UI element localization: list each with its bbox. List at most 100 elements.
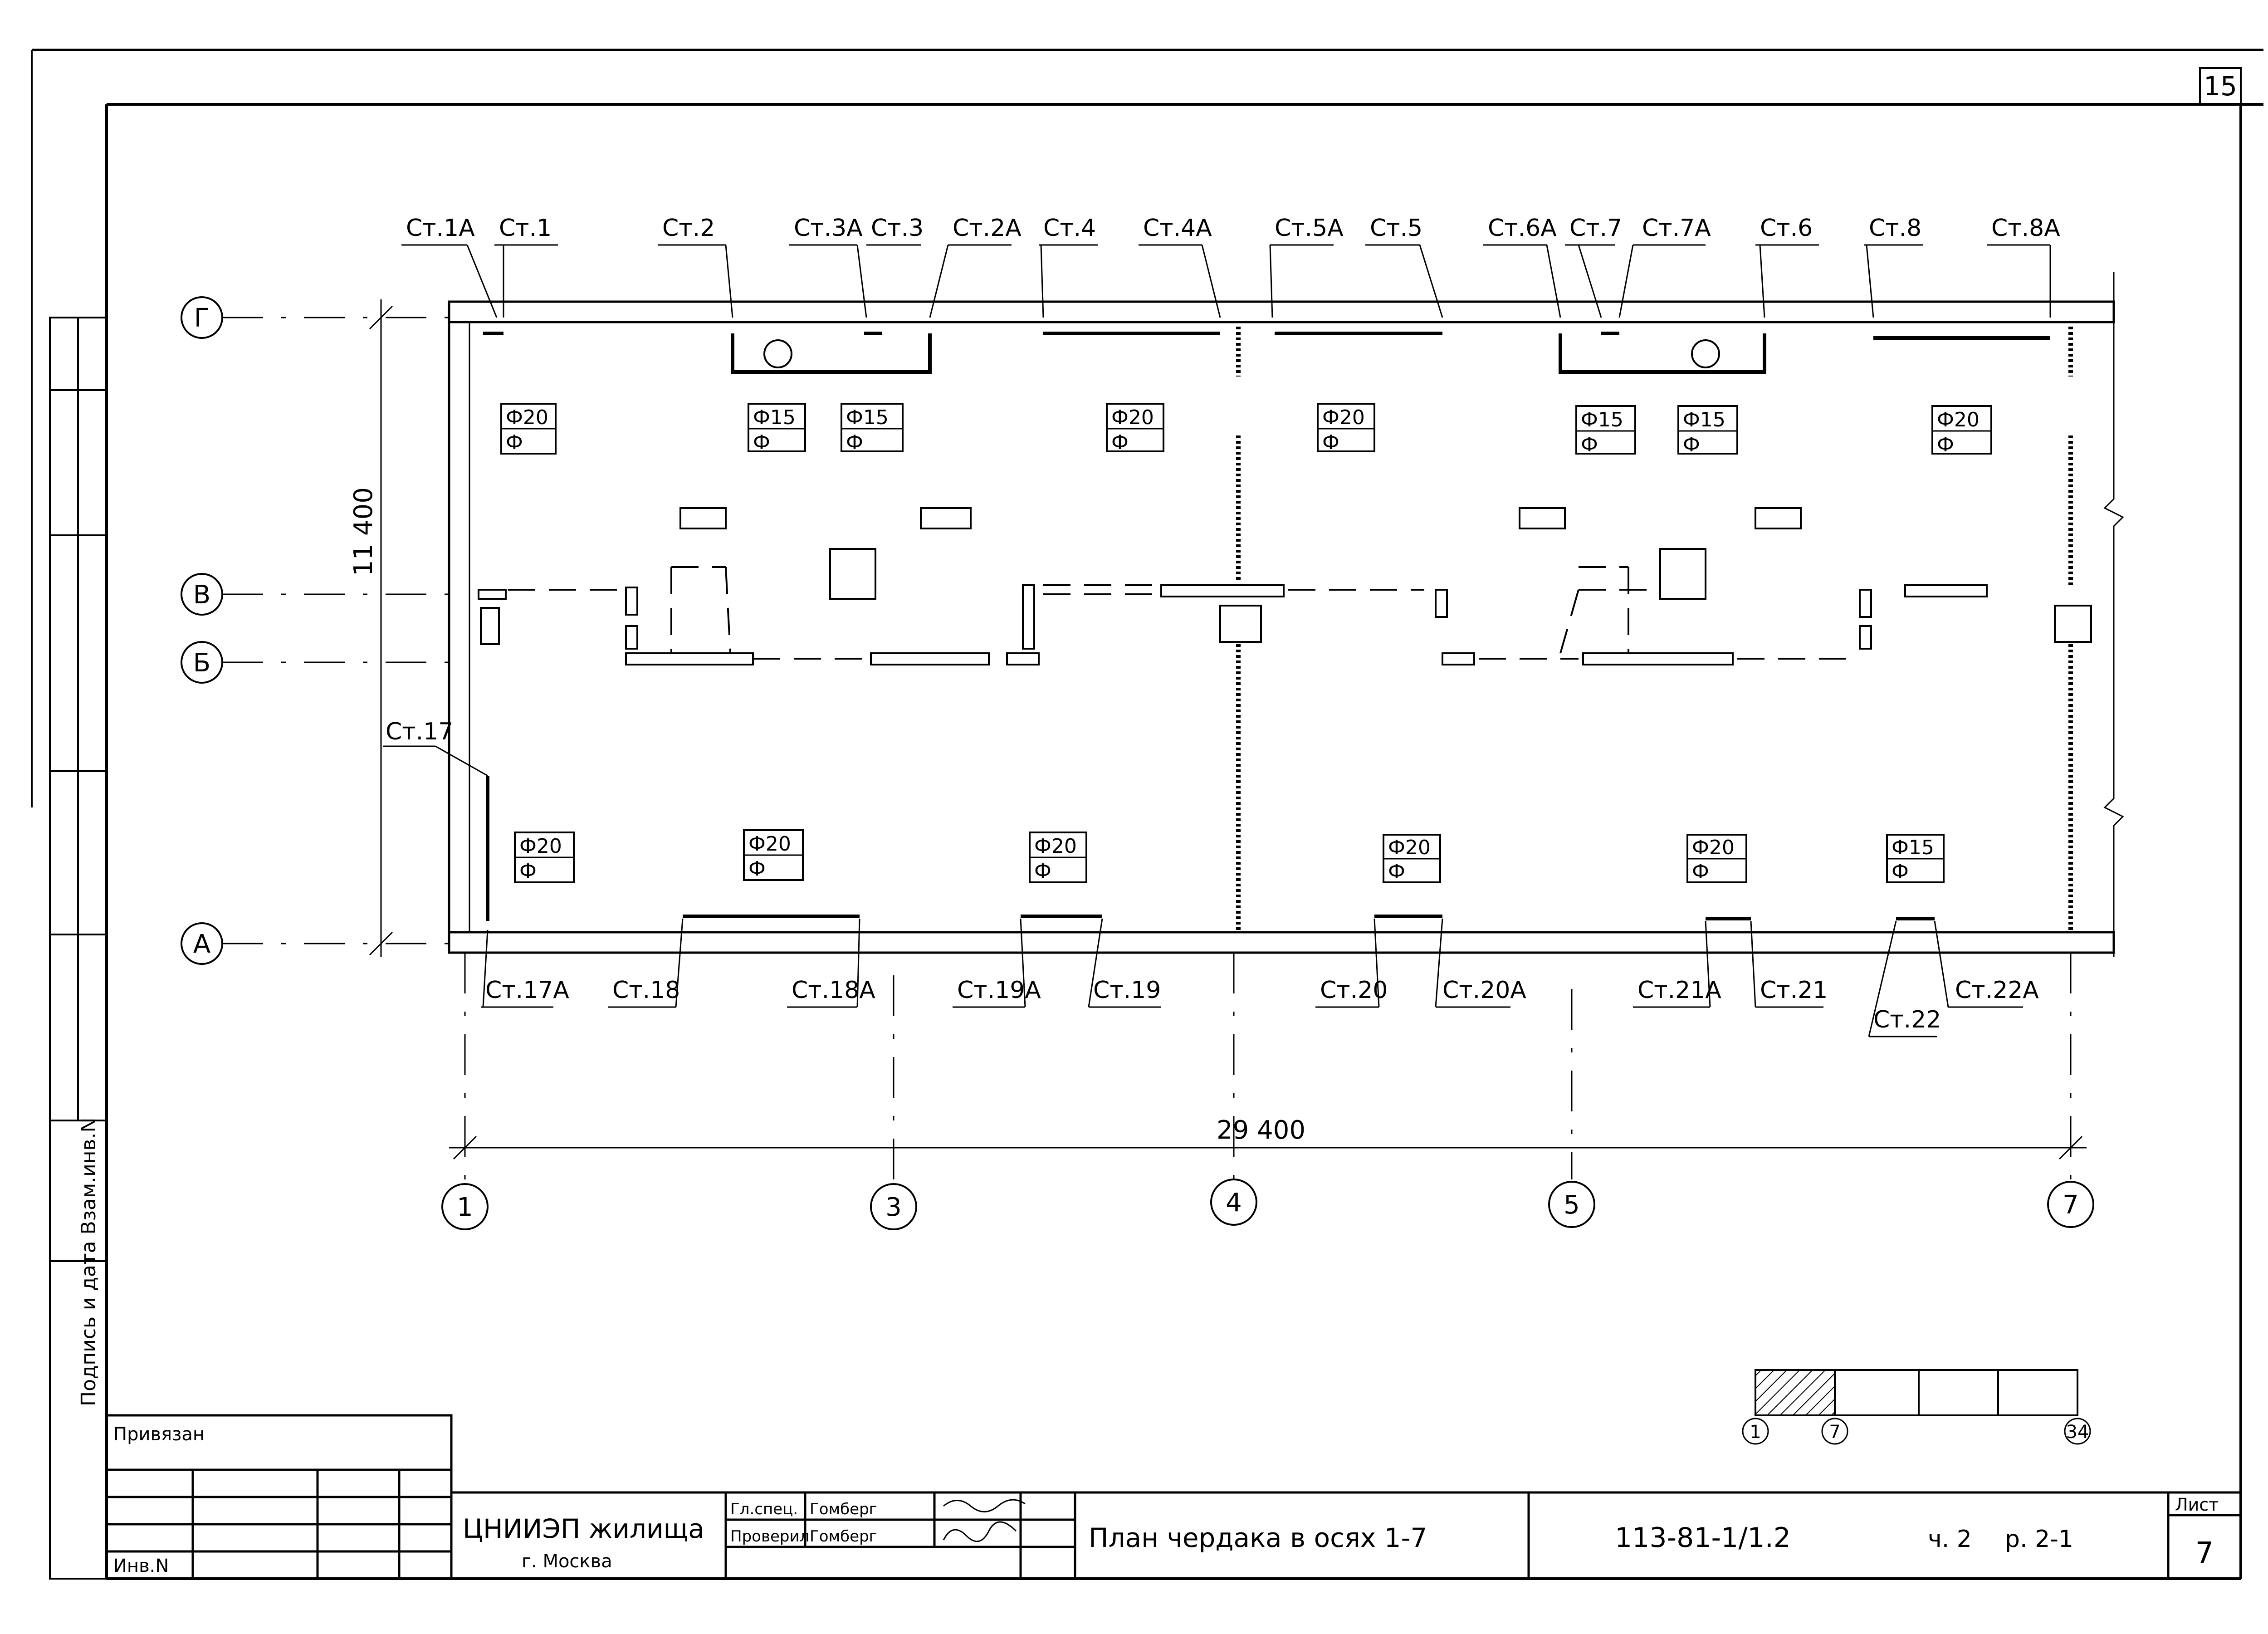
bottom-stand-labels: Ст.17А Ст.18 Ст.18А Ст.19А Ст.19 Ст.20 С… xyxy=(481,918,2039,1037)
svg-text:Ф20: Ф20 xyxy=(1388,836,1431,859)
svg-text:Ф20: Ф20 xyxy=(1111,406,1154,429)
key-plan-label-7: 7 xyxy=(1829,1422,1840,1443)
svg-text:Ф: Ф xyxy=(753,431,770,454)
svg-text:Ф: Ф xyxy=(1683,433,1700,456)
axis-bubble-1: 1 xyxy=(441,1183,489,1230)
svg-text:Ст.8: Ст.8 xyxy=(1869,215,1921,242)
svg-text:Ст.3: Ст.3 xyxy=(871,215,924,242)
inventory-label: Инв.N xyxy=(113,1556,169,1576)
svg-text:Ф15: Ф15 xyxy=(1683,408,1725,431)
svg-text:Ст.8А: Ст.8А xyxy=(1991,215,2060,242)
label-st17: Ст.17 xyxy=(383,718,488,777)
svg-text:7: 7 xyxy=(2063,1190,2079,1220)
svg-text:Ст.7: Ст.7 xyxy=(1569,215,1622,242)
label-st3a: Ст.3А xyxy=(789,215,867,318)
key-plan: 1 7 34 xyxy=(1742,1369,2091,1445)
svg-text:Ст.18А: Ст.18А xyxy=(792,977,875,1004)
svg-text:Ф15: Ф15 xyxy=(1581,408,1623,431)
corridor-walls xyxy=(478,584,2092,665)
svg-text:Ст.6А: Ст.6А xyxy=(1488,215,1557,242)
attached-label: Привязан xyxy=(113,1424,205,1445)
label-st5a: Ст.5А xyxy=(1269,215,1344,318)
label-st6: Ст.6 xyxy=(1755,215,1819,318)
svg-text:Ф20: Ф20 xyxy=(748,832,791,856)
svg-text:Ф: Ф xyxy=(846,431,863,454)
svg-text:3: 3 xyxy=(885,1193,902,1222)
sheet-label: Лист xyxy=(2175,1495,2219,1515)
overall-dimension-text: 29 400 xyxy=(1217,1115,1305,1145)
svg-text:Б: Б xyxy=(193,648,210,678)
label-st22: Ст.22 xyxy=(1868,920,1941,1037)
label-st19: Ст.19 xyxy=(1088,918,1161,1008)
signatures xyxy=(943,1499,1026,1542)
side-stamp-strip xyxy=(49,317,108,1580)
svg-text:Ф20: Ф20 xyxy=(1034,835,1077,858)
label-st8a: Ст.8А xyxy=(1987,215,2060,318)
svg-text:Ст.21А: Ст.21А xyxy=(1637,977,1721,1004)
designation: 113-81-1/1.2 xyxy=(1615,1522,1791,1554)
role-2: Проверил xyxy=(730,1527,809,1546)
label-st1a: Ст.1А xyxy=(401,215,498,318)
label-st22a: Ст.22А xyxy=(1934,920,2039,1008)
pipes-side-bottom xyxy=(486,776,1935,921)
axis-letter-lines xyxy=(222,317,449,944)
svg-text:Ф: Ф xyxy=(1892,860,1909,883)
svg-text:Ст.19: Ст.19 xyxy=(1093,977,1161,1004)
svg-text:Ст.4А: Ст.4А xyxy=(1143,215,1212,242)
label-st8: Ст.8 xyxy=(1864,215,1923,318)
label-st2: Ст.2 xyxy=(658,215,733,318)
overall-dimension xyxy=(449,1135,2087,1160)
svg-text:Ф20: Ф20 xyxy=(506,406,548,429)
svg-text:Ст.19А: Ст.19А xyxy=(957,977,1041,1004)
drawing-title: План чердака в осях 1-7 xyxy=(1089,1522,1427,1553)
svg-text:Ф: Ф xyxy=(506,431,523,454)
svg-text:Ст.4: Ст.4 xyxy=(1043,215,1096,242)
axis-bubble-5: 5 xyxy=(1548,1181,1595,1228)
svg-text:Ст.7А: Ст.7А xyxy=(1642,215,1711,242)
svg-text:Ст.22: Ст.22 xyxy=(1873,1006,1941,1033)
label-st5: Ст.5 xyxy=(1365,215,1443,318)
svg-text:Ст.21: Ст.21 xyxy=(1760,977,1828,1004)
svg-text:Ст.22А: Ст.22А xyxy=(1955,977,2039,1004)
svg-text:Ст.5А: Ст.5А xyxy=(1275,215,1344,242)
height-dimension xyxy=(369,299,393,957)
building-walls xyxy=(448,300,2115,954)
label-st7: Ст.7 xyxy=(1565,215,1622,318)
ventilation-shafts xyxy=(679,339,1802,600)
label-st20a: Ст.20А xyxy=(1435,918,1526,1008)
label-st21a: Ст.21А xyxy=(1633,920,1721,1008)
break-line xyxy=(2103,272,2124,957)
section-number: р. 2-1 xyxy=(2005,1526,2073,1553)
axis-bubble-Б: Б xyxy=(181,641,223,684)
label-st7a: Ст.7А xyxy=(1618,215,1711,318)
sheet-number: 15 xyxy=(2204,71,2237,102)
svg-text:Ф: Ф xyxy=(1692,860,1709,883)
label-st4: Ст.4 xyxy=(1039,215,1098,318)
svg-text:Ф: Ф xyxy=(519,860,537,883)
axis-bubble-В: В xyxy=(181,573,223,616)
svg-text:Ф: Ф xyxy=(1937,433,1954,456)
role-1: Гл.спец. xyxy=(730,1500,798,1518)
svg-text:Ф: Ф xyxy=(1322,431,1339,454)
corridor-dashed xyxy=(508,566,1855,660)
svg-text:Ст.2: Ст.2 xyxy=(662,215,715,242)
sheet-value: 7 xyxy=(2195,1536,2214,1570)
svg-text:Ст.1А: Ст.1А xyxy=(406,215,475,242)
svg-text:Ст.5: Ст.5 xyxy=(1370,215,1422,242)
svg-text:Ф20: Ф20 xyxy=(1937,408,1980,431)
label-st18a: Ст.18А xyxy=(787,918,875,1008)
svg-text:Ст.20А: Ст.20А xyxy=(1442,977,1526,1004)
svg-text:Ф: Ф xyxy=(1388,860,1405,883)
sheet-frame xyxy=(31,49,2263,1580)
axis-bubble-4: 4 xyxy=(1210,1179,1257,1226)
svg-text:Ф: Ф xyxy=(1581,433,1598,456)
svg-text:Ф15: Ф15 xyxy=(1892,836,1934,859)
title-block xyxy=(105,1414,2241,1580)
